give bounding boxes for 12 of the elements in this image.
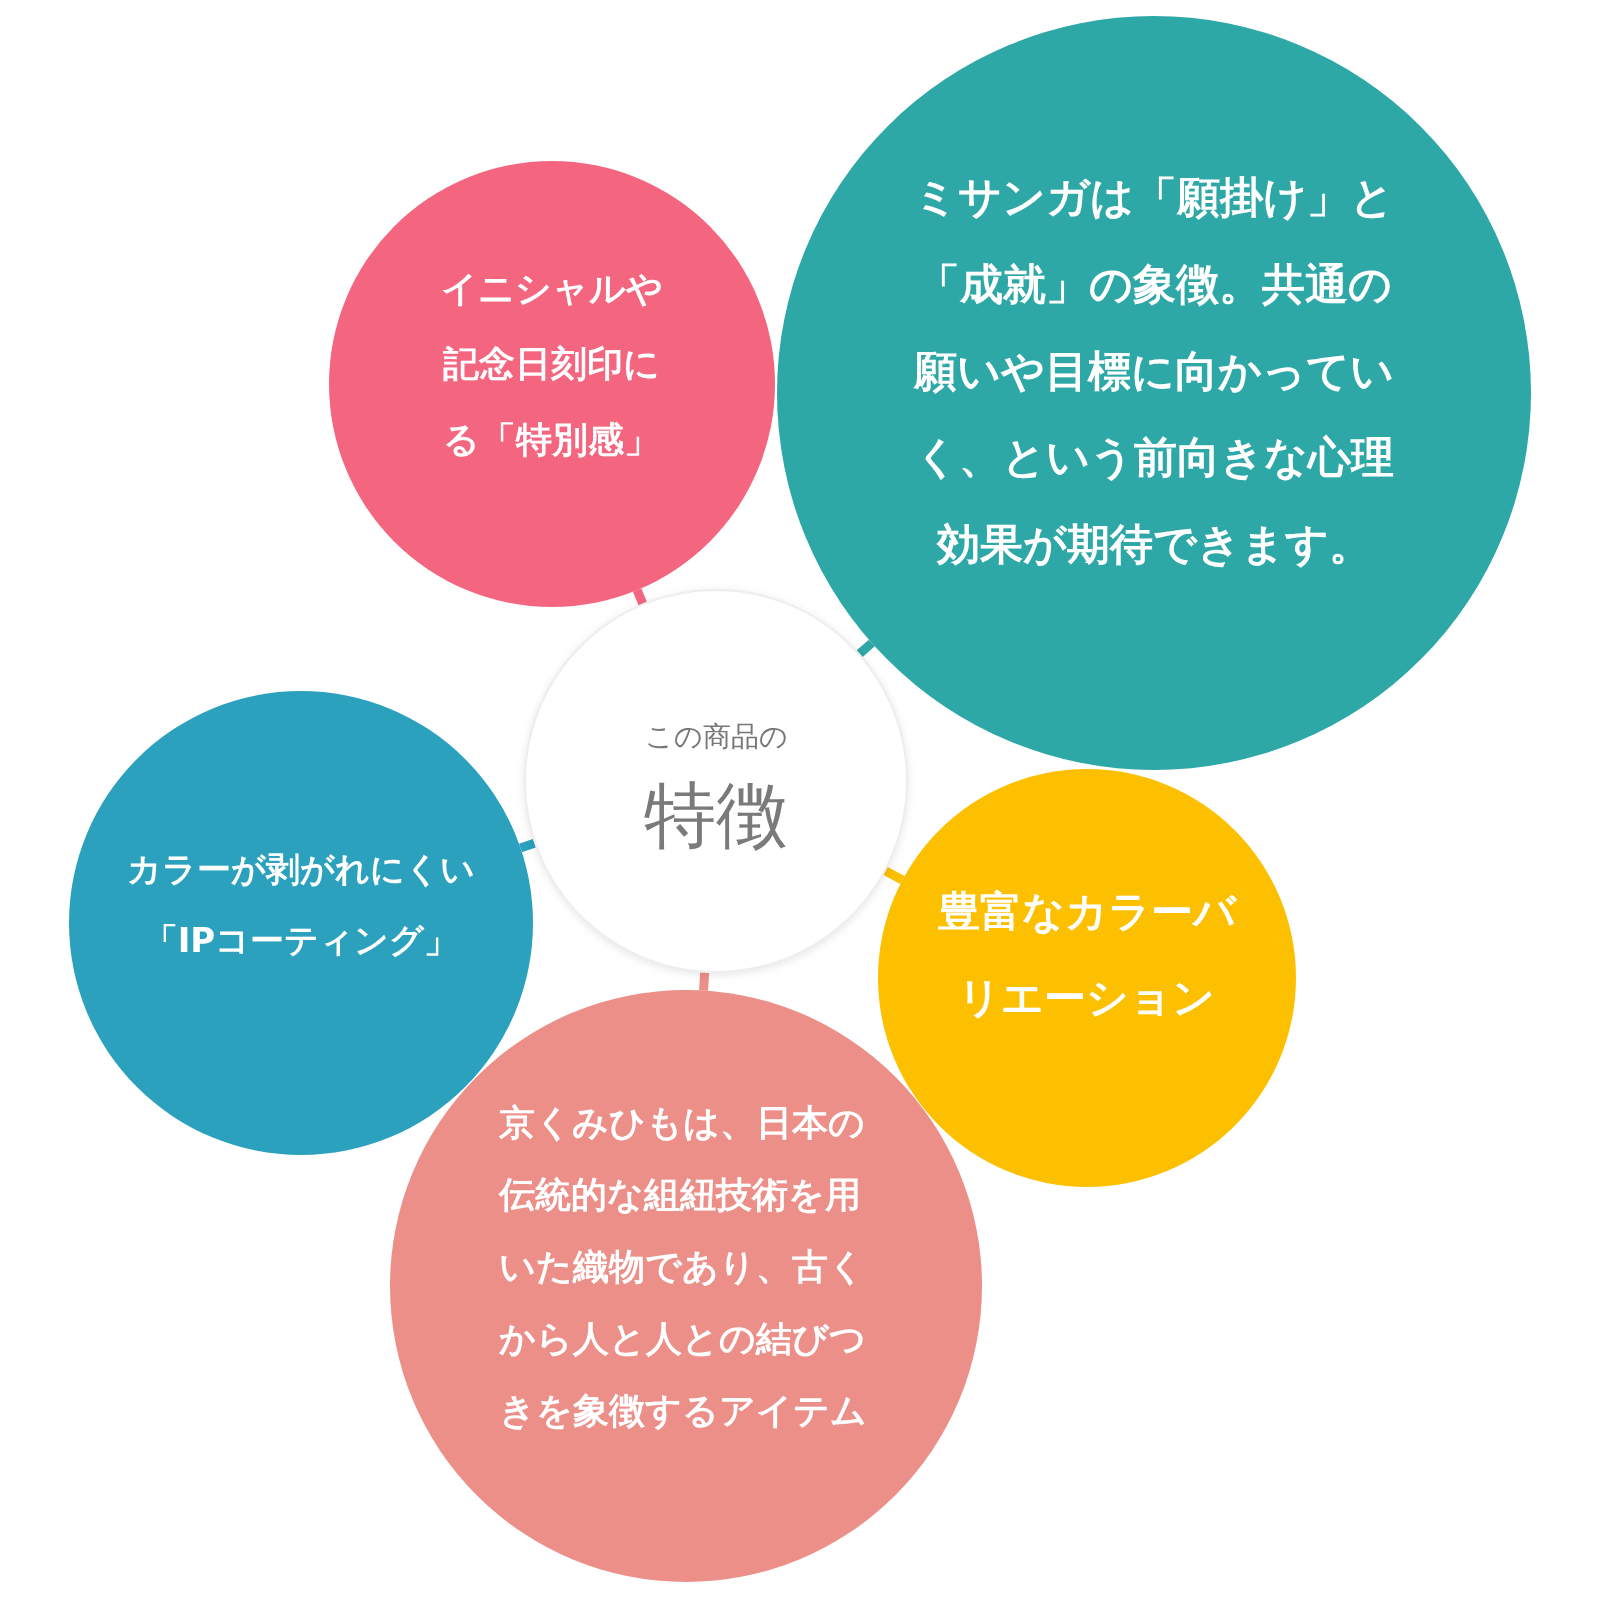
feature-text: ミサンガは「願掛け」と「成就」の象徴。共通の願いや目標に向かっていく、という前向きな心理効果が期待できます。 [912, 170, 1395, 572]
feature-text: 豊富なカラーバリエーション [937, 885, 1238, 1024]
connector-tab [883, 867, 905, 884]
heading-text: 特徴 [644, 775, 788, 855]
connector-tab [519, 838, 536, 853]
feature-text: イニシャルや記念日刻印にる「特別感」 [440, 266, 664, 462]
subtitle-text: この商品の [644, 719, 788, 756]
feature-text: 京くみひもは、日本の伝統的な組紐技術を用いた織物であり、古くから人と人との結びつきを象徴するアイテム [498, 1101, 868, 1433]
connector-tab [856, 639, 875, 658]
feature-text: カラーが剥がれにくい「IPコーティング」 [126, 847, 476, 962]
connector-tab [699, 972, 710, 991]
connector-tab [632, 588, 647, 606]
